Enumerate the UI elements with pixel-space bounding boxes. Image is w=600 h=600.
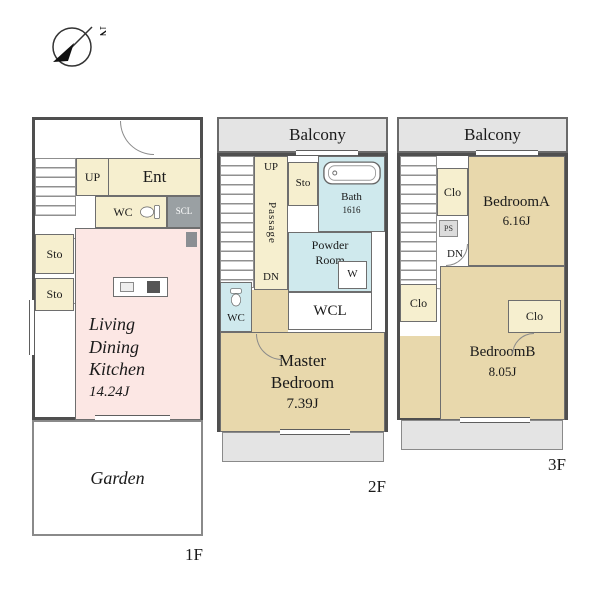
up-label: UP [263,161,279,173]
ps-label: PS [444,223,453,233]
up-label: UP [84,169,101,184]
kitchen-counter-icon [113,277,168,297]
entrance-room: Ent [108,158,201,196]
bath-size-label: 1616 [342,204,361,215]
bathroom: Bath 1616 [318,156,385,232]
window [460,417,530,423]
window [29,300,35,355]
sink-icon [120,282,134,292]
toilet-icon [140,205,160,219]
walk-in-closet: WCL [288,292,372,330]
ldk-area: 14.24J [89,383,130,400]
floor1-stairs [35,158,76,216]
stove-icon [147,281,160,293]
pipe-space: PS [439,220,458,237]
floor1-wc-room: WC [95,196,167,228]
floor2-hall [252,290,288,334]
sto-label: Sto [46,246,63,261]
powder-room-label: Powder Room [311,238,349,267]
wc-label: WC [113,204,133,219]
sto-label: Sto [295,177,311,190]
washer-label: W [347,268,358,281]
bedroom-a-area: 6.16J [502,213,531,229]
floor3-label: 3F [548,455,566,474]
entrance-label: Ent [142,167,167,187]
ldk-label: Living Dining Kitchen [89,314,145,379]
floor2-storage: Sto [288,162,318,206]
balcony-window [476,150,538,156]
wcl-label: WCL [313,302,347,319]
sto-label: Sto [46,287,63,301]
floor2-passage: UP Passage DN [254,156,288,290]
shoe-closet: SCL [167,196,201,228]
floor3-lower-roof [401,420,563,450]
clo-label: Clo [525,309,544,323]
bedroom-a: BedroomA 6.16J [468,156,565,266]
wc-label: WC [227,312,245,325]
living-dining-kitchen: Living Dining Kitchen 14.24J [75,228,201,420]
floor1-storage-a: Sto [35,234,74,274]
floor3-closet-c: Clo [508,300,561,333]
washing-machine: W [338,261,367,289]
floor2-stairs [220,156,254,288]
floor1-stair-landing: UP [76,158,109,196]
dn-label: DN [447,248,463,260]
north-label: N [96,26,106,37]
bedroom-b-extension [400,336,444,418]
bedroom-a-label: BedroomA [483,193,550,210]
floor3-balcony: Balcony [397,117,568,153]
garden-label: Garden [90,467,145,488]
north-compass-icon: N [52,26,106,67]
floor3-closet-a: Clo [437,168,468,216]
clo-label: Clo [409,295,428,310]
bath-label: Bath [341,191,362,203]
bathtub-icon [322,161,381,185]
scl-label: SCL [175,206,193,217]
window [280,429,350,435]
master-bedroom: Master Bedroom 7.39J [220,332,385,432]
floor2-balcony: Balcony [217,117,388,153]
balcony-window [296,150,358,156]
passage-label: Passage [265,202,278,244]
dn-label: DN [263,271,279,284]
floor1-storage-b: Sto [35,278,74,311]
garden: Garden [32,420,203,536]
balcony-label: Balcony [464,125,521,145]
clo-label: Clo [443,184,462,199]
floor2-wc-room: WC [220,282,252,332]
balcony-label: Balcony [289,125,346,145]
fridge-space-icon [186,232,197,247]
bedroom-b: BedroomB 8.05J [440,266,565,420]
master-bedroom-area: 7.39J [286,395,319,412]
bedroom-b-area: 8.05J [488,363,517,379]
floor1-label: 1F [185,545,203,564]
floor3-closet-b: Clo [400,284,437,322]
floor2-lower-roof [222,432,384,462]
floor3-stairs [400,156,437,288]
master-bedroom-label: Master Bedroom [270,351,335,392]
toilet-icon [230,288,242,307]
floor2-label: 2F [368,477,386,496]
